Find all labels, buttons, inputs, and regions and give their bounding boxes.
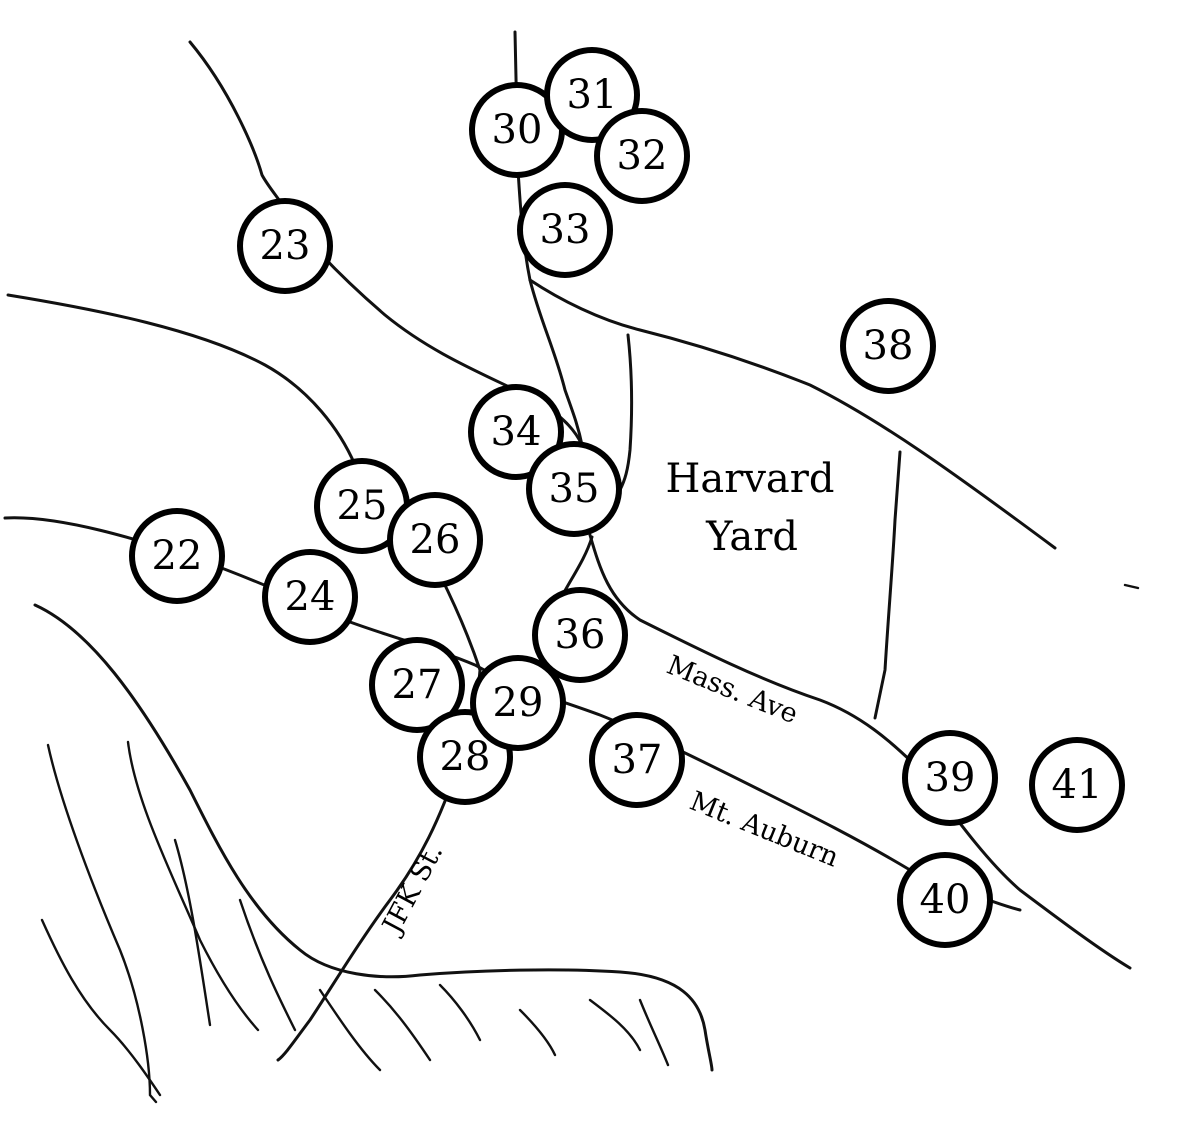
- marker-number: 23: [260, 223, 311, 269]
- hatch-line: [318, 988, 382, 1072]
- marker-circle: [897, 852, 993, 948]
- marker-38[interactable]: 38: [840, 298, 936, 394]
- marker-circle: [369, 637, 465, 733]
- road-yard-west: [618, 333, 634, 492]
- marker-number: 26: [410, 517, 461, 563]
- marker-35[interactable]: 35: [526, 441, 622, 537]
- marker-34[interactable]: 34: [468, 384, 564, 480]
- hatch-line: [173, 838, 212, 1027]
- marker-circle: [237, 198, 333, 294]
- marker-circle: [129, 508, 225, 604]
- hatch-line: [518, 1008, 557, 1057]
- street-label-mass-ave: Mass. Ave: [662, 650, 802, 731]
- marker-22[interactable]: 22: [129, 508, 225, 604]
- marker-circle: [589, 712, 685, 808]
- marker-circle: [532, 587, 628, 683]
- marker-23[interactable]: 23: [237, 198, 333, 294]
- hatch-line: [1123, 583, 1140, 590]
- marker-circle: [387, 492, 483, 588]
- hatch-line: [238, 898, 297, 1032]
- marker-number: 39: [925, 755, 976, 801]
- marker-number: 29: [493, 680, 544, 726]
- marker-27[interactable]: 27: [369, 637, 465, 733]
- marker-40[interactable]: 40: [897, 852, 993, 948]
- marker-number: 30: [492, 107, 543, 153]
- hatch-line: [373, 988, 432, 1062]
- marker-36[interactable]: 36: [532, 587, 628, 683]
- marker-30[interactable]: 30: [469, 82, 565, 178]
- marker-26[interactable]: 26: [387, 492, 483, 588]
- marker-number: 37: [612, 737, 663, 783]
- marker-number: 32: [617, 133, 668, 179]
- marker-number: 41: [1052, 762, 1103, 808]
- marker-39[interactable]: 39: [902, 730, 998, 826]
- marker-number: 24: [285, 574, 336, 620]
- road-riverbank: [33, 603, 714, 1072]
- marker-circle: [902, 730, 998, 826]
- marker-circle: [594, 108, 690, 204]
- marker-37[interactable]: 37: [589, 712, 685, 808]
- marker-32[interactable]: 32: [594, 108, 690, 204]
- marker-number: 27: [392, 662, 443, 708]
- marker-number: 34: [491, 409, 542, 455]
- marker-number: 22: [152, 533, 203, 579]
- marker-number: 35: [549, 466, 600, 512]
- road-north-vertical: [513, 30, 584, 447]
- marker-number: 38: [863, 323, 914, 369]
- marker-number: 40: [920, 877, 971, 923]
- road-yard-east: [873, 450, 902, 720]
- hatch-line: [46, 743, 158, 1104]
- hatch-line: [40, 918, 162, 1097]
- street-label-jfk: JFK St.: [375, 839, 449, 941]
- marker-circle: [526, 441, 622, 537]
- hatch-line: [588, 998, 642, 1052]
- harvard-yard-label-line1: Harvard: [665, 456, 834, 502]
- marker-circle: [1029, 737, 1125, 833]
- harvard-yard-label-line2: Yard: [705, 514, 798, 560]
- marker-number: 28: [440, 734, 491, 780]
- marker-31[interactable]: 31: [544, 47, 640, 143]
- river-hatching: [40, 583, 1140, 1104]
- marker-number: 25: [337, 483, 388, 529]
- road-north-east: [528, 278, 1057, 550]
- street-label-mt-auburn: Mt. Auburn: [685, 786, 843, 874]
- marker-number: 33: [540, 207, 591, 253]
- marker-41[interactable]: 41: [1029, 737, 1125, 833]
- marker-29[interactable]: 29: [470, 655, 566, 751]
- marker-circle: [468, 384, 564, 480]
- marker-circle: [840, 298, 936, 394]
- hatch-line: [126, 740, 260, 1032]
- road-west-upper: [6, 293, 357, 467]
- marker-25[interactable]: 25: [314, 458, 410, 554]
- road-mass-ave: [588, 533, 1132, 970]
- hatch-line: [438, 983, 482, 1042]
- marker-24[interactable]: 24: [262, 549, 358, 645]
- marker-circle: [470, 655, 566, 751]
- marker-circle: [517, 182, 613, 278]
- marker-number: 31: [567, 72, 618, 118]
- marker-circle: [262, 549, 358, 645]
- hatch-line: [638, 998, 670, 1067]
- marker-number: 36: [555, 612, 606, 658]
- marker-33[interactable]: 33: [517, 182, 613, 278]
